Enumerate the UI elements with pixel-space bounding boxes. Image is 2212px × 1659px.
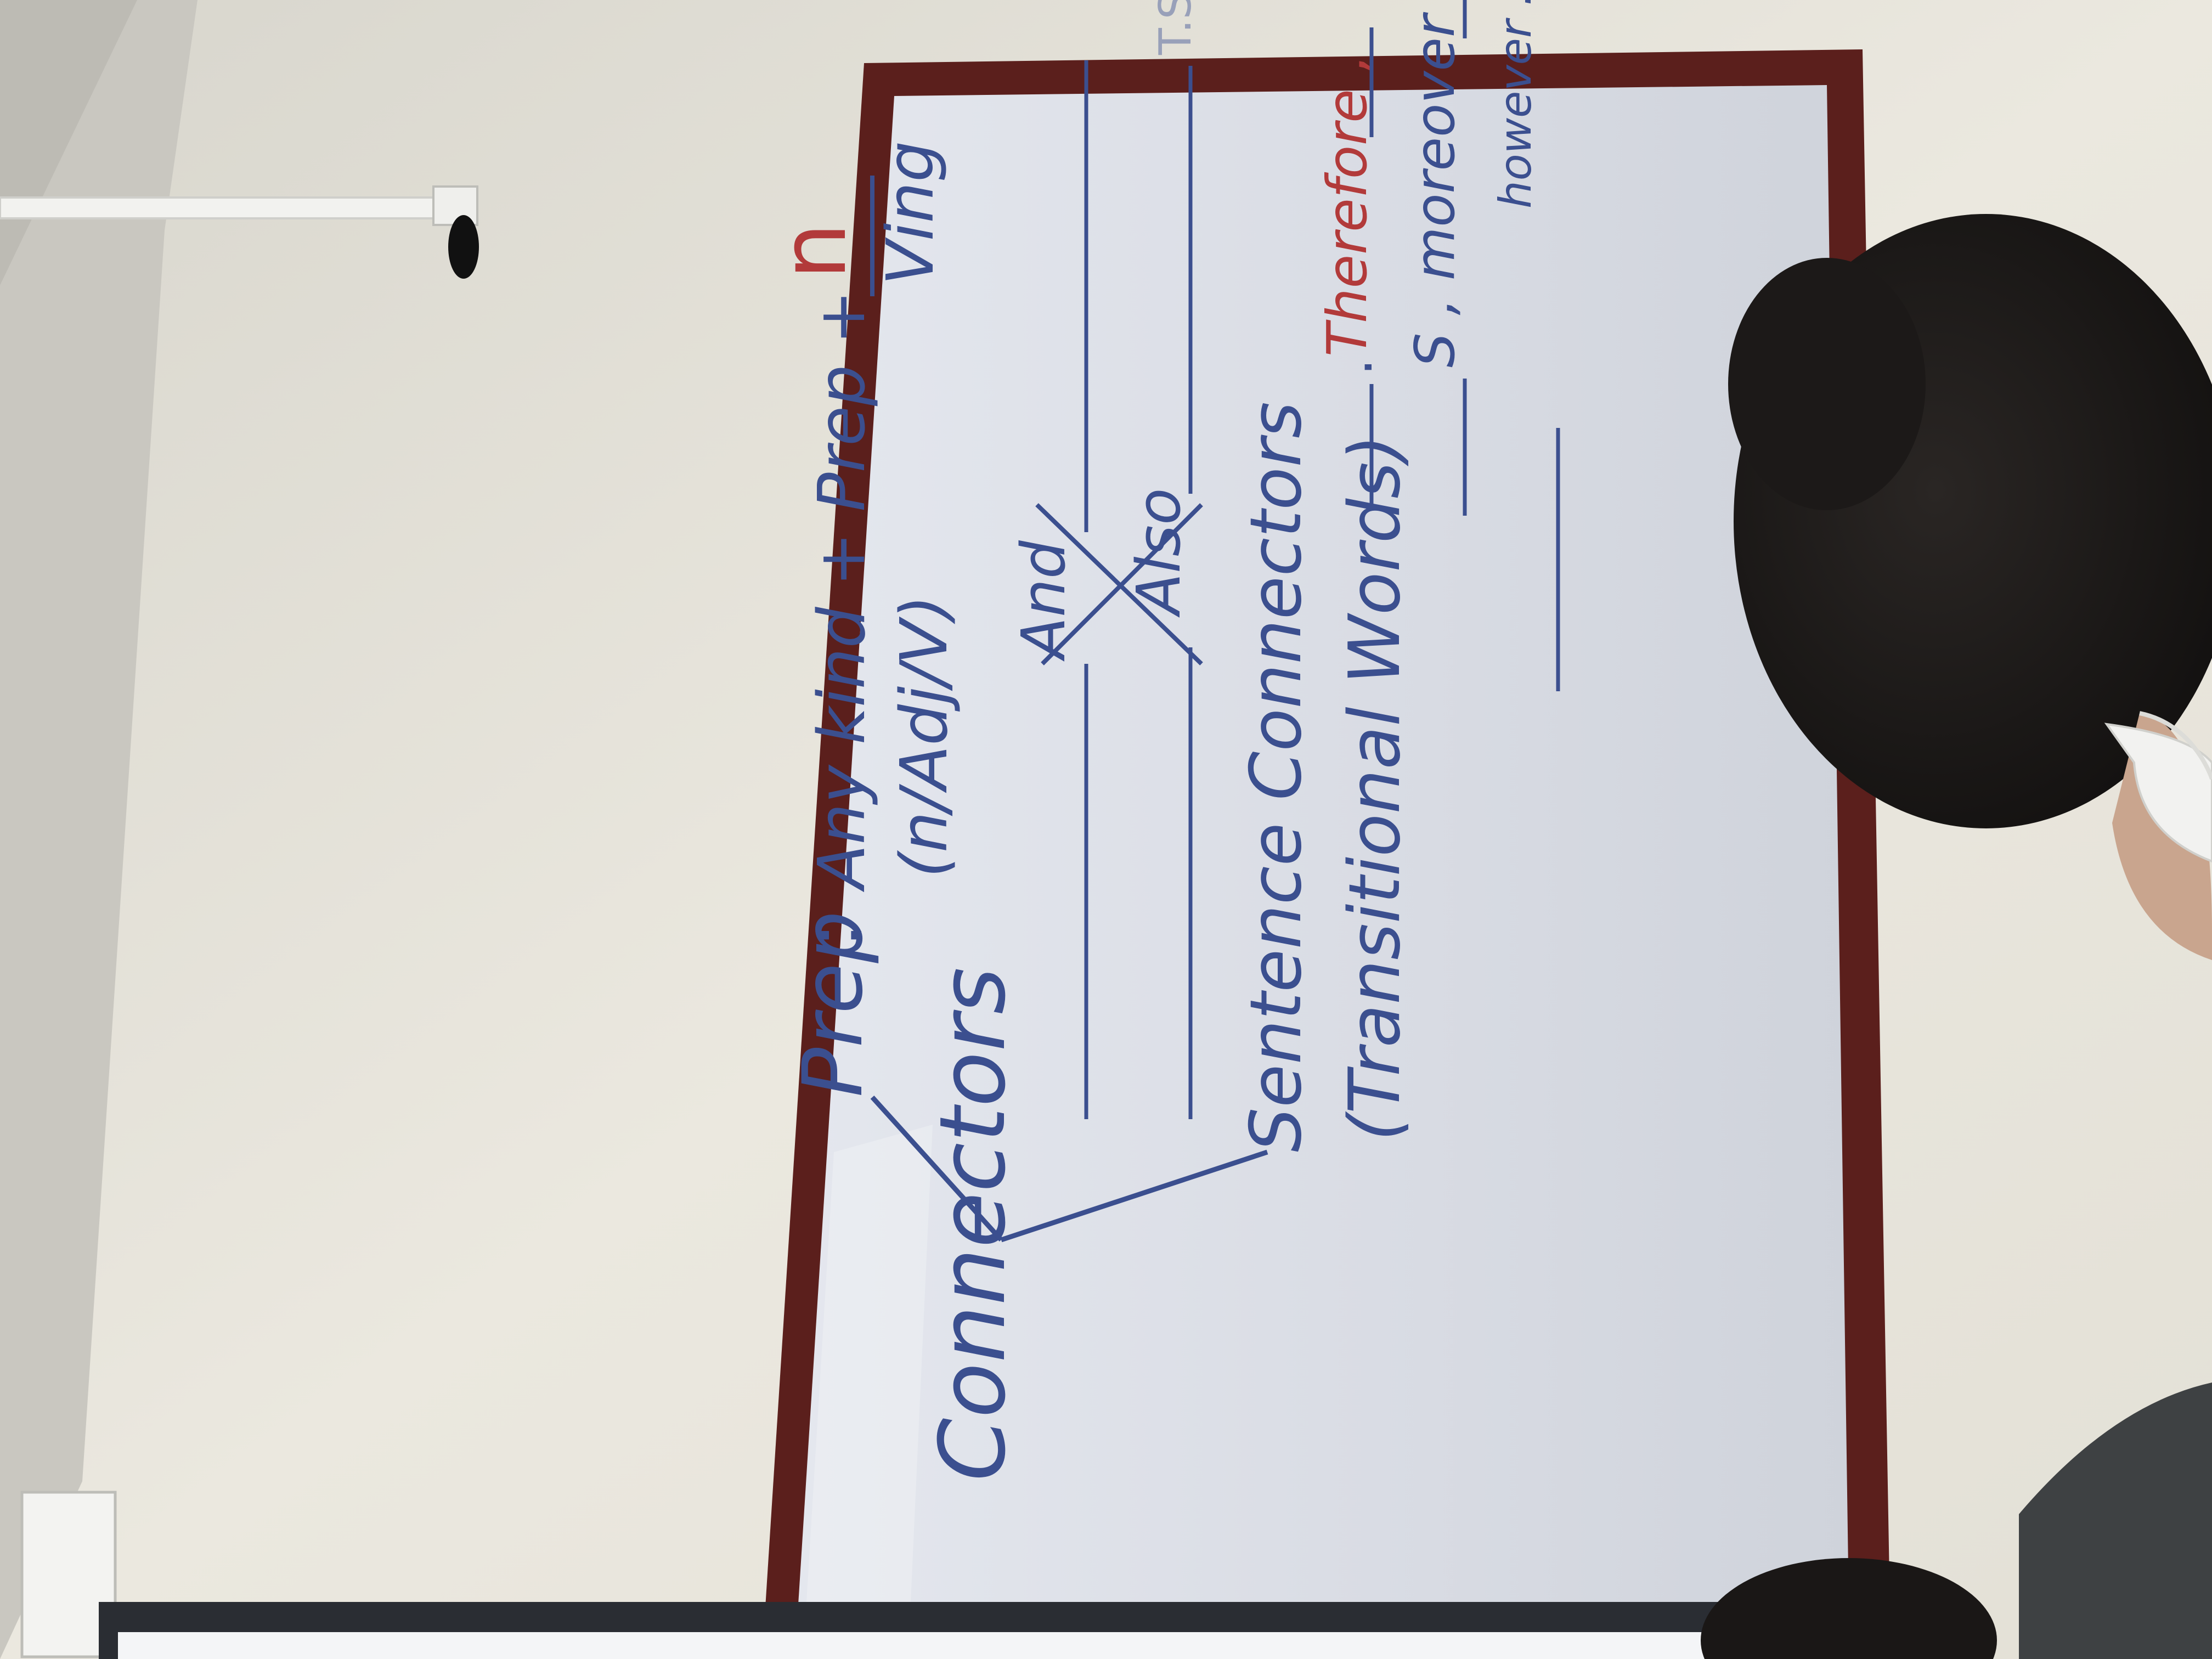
- student-shoulder: [2019, 1383, 2212, 1659]
- dot-1: .: [1321, 358, 1385, 376]
- and-label: And: [1008, 540, 1079, 662]
- sentence-connectors-label: Sentence Connectors: [1235, 402, 1317, 1152]
- however-label: however .: [1490, 0, 1541, 208]
- cross-out: [1035, 503, 1203, 665]
- moreover-label: S , moreover , V: [1403, 0, 1467, 368]
- projector-bracket: [448, 215, 479, 279]
- prep-rule-bottom: (n/Adj/V): [886, 595, 962, 878]
- frac-top: n: [761, 222, 866, 280]
- prep-rule-top: Any kind + Prep +: [804, 290, 879, 893]
- prep-label: Prep: [786, 911, 881, 1097]
- student-head-2: [1701, 1558, 1997, 1659]
- transitional-words-label: (Transitional Words): [1334, 435, 1416, 1141]
- therefore-label: Therefore ,: [1315, 54, 1379, 357]
- board-writing: Connectors Prep : Any kind + Prep + (n/A…: [761, 0, 1560, 1481]
- prep-colon: :: [786, 921, 881, 949]
- frac-bottom: Ving: [872, 141, 948, 285]
- branch-lines: [870, 1095, 1268, 1243]
- also-label: Also: [1124, 488, 1194, 618]
- wall-corner: [0, 0, 198, 1659]
- board-surface: [798, 85, 1849, 1607]
- student-head: [1728, 214, 2212, 960]
- connectors-label: Connectors: [920, 967, 1025, 1481]
- projector-rod: [0, 196, 473, 219]
- ts-note: T.S. = //: [1150, 0, 1201, 55]
